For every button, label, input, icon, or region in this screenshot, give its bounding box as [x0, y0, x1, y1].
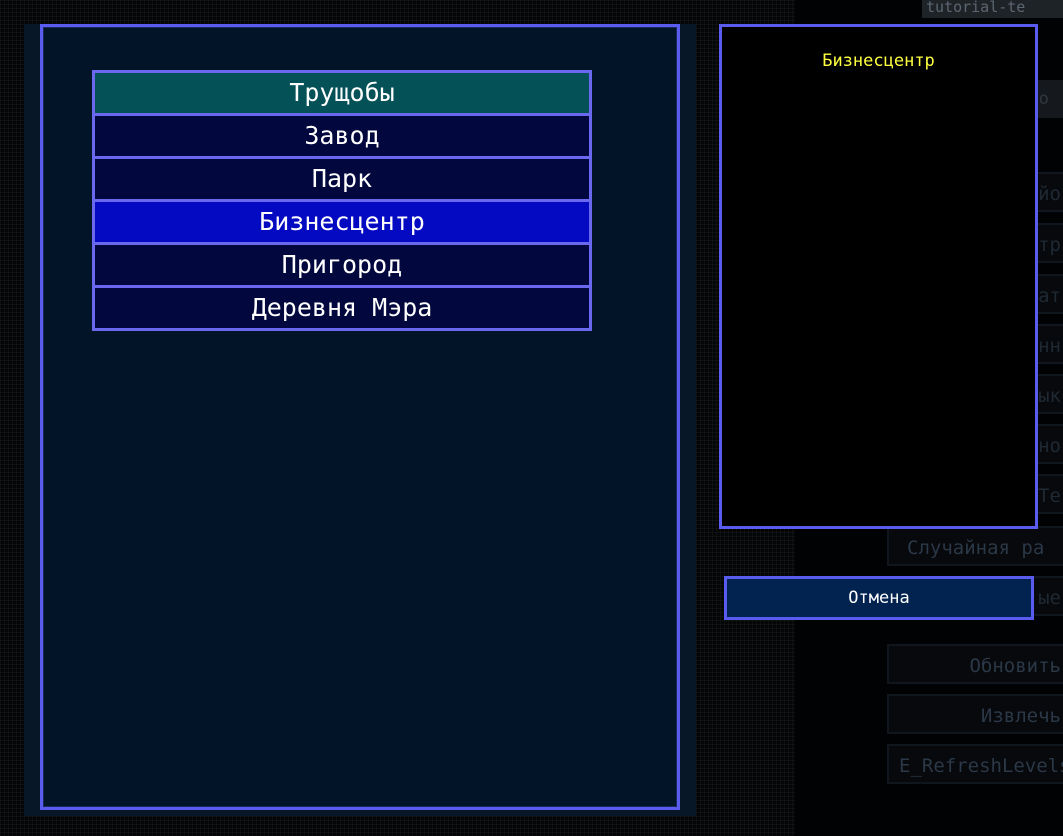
level-list: Трущобы Завод Парк Бизнесцентр Пригород … — [92, 70, 592, 331]
level-item-mayor-village[interactable]: Деревня Мэра — [92, 285, 592, 331]
level-item-factory[interactable]: Завод — [92, 113, 592, 159]
level-item-park[interactable]: Парк — [92, 156, 592, 202]
level-select-panel-inner — [43, 27, 677, 807]
background-button: E_RefreshLevels — [887, 744, 1063, 784]
background-button: Извлечь — [887, 694, 1063, 734]
level-item-business-center[interactable]: Бизнесцентр — [92, 199, 592, 245]
cancel-button[interactable]: Отмена — [724, 576, 1034, 620]
background-menu-top-label: tutorial-te — [922, 0, 1063, 18]
background-button: Случайная ра — [887, 526, 1063, 566]
level-item-suburbs[interactable]: Пригород — [92, 242, 592, 288]
level-item-slums[interactable]: Трущобы — [92, 70, 592, 116]
preview-title: Бизнесцентр — [822, 51, 935, 71]
level-preview-panel: Бизнесцентр — [719, 24, 1038, 529]
level-select-panel: Трущобы Завод Парк Бизнесцентр Пригород … — [40, 24, 680, 810]
background-button: Обновить — [887, 644, 1063, 684]
